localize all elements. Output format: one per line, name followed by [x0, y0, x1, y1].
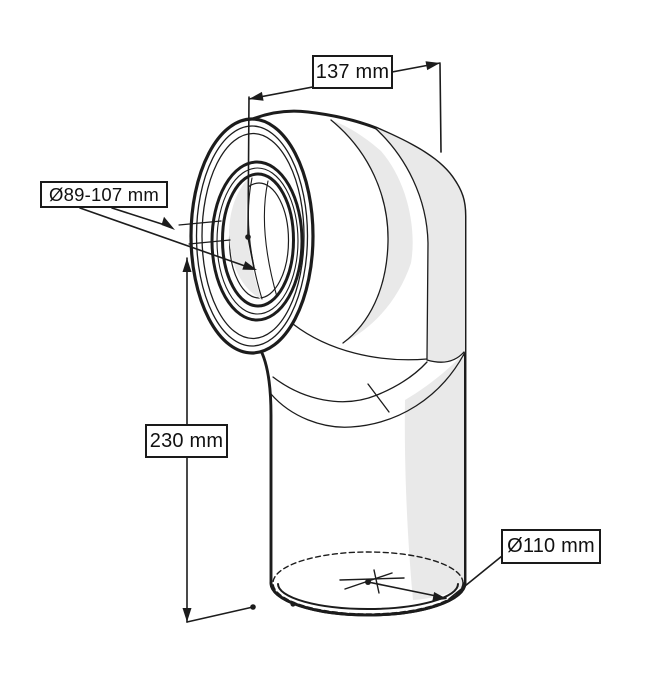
shade-pipe-band: [404, 356, 464, 600]
tick-107: [188, 239, 231, 245]
rim-contact-dot: [290, 601, 296, 607]
leader-107-lower: [79, 207, 246, 267]
dim-230-tie-line: [186, 606, 254, 623]
dimension-label-socket-diameter: Ø89-107 mm: [40, 181, 168, 208]
dim-110-leader: [448, 555, 503, 600]
tick-89: [178, 220, 222, 226]
dimension-label-height: 230 mm: [145, 424, 228, 458]
dim-230-tie-dot: [250, 604, 256, 610]
dim-110-arrow: [432, 592, 447, 601]
dim-230-arrow-top: [182, 258, 192, 272]
dim-137-ext-left: [247, 96, 250, 238]
socket-radius-line: [247, 236, 255, 269]
rim-outer-arc: [269, 581, 467, 617]
dim-137-ext-right: [439, 63, 442, 153]
dim-137-arrow-right: [425, 61, 440, 71]
bottom-opening: [269, 551, 467, 617]
dimension-110: [367, 555, 503, 601]
dim-110-radius-line: [367, 581, 447, 599]
dimension-label-outlet-diameter: Ø110 mm: [501, 529, 601, 564]
dimension-label-width: 137 mm: [312, 55, 393, 89]
dim-137-arrow-left: [249, 91, 264, 101]
shade-elbow-back: [376, 128, 465, 363]
shade-collar-crescent: [331, 120, 413, 343]
dimension-89-107: [79, 207, 257, 270]
bore-shade: [229, 177, 261, 299]
body-shading: [331, 120, 465, 600]
leader-89-upper: [111, 207, 169, 227]
socket-rings: [189, 117, 315, 355]
rim-inner-arc: [277, 583, 459, 610]
elbow-seams: [270, 119, 465, 428]
dim-230-arrow-bottom: [182, 608, 192, 622]
